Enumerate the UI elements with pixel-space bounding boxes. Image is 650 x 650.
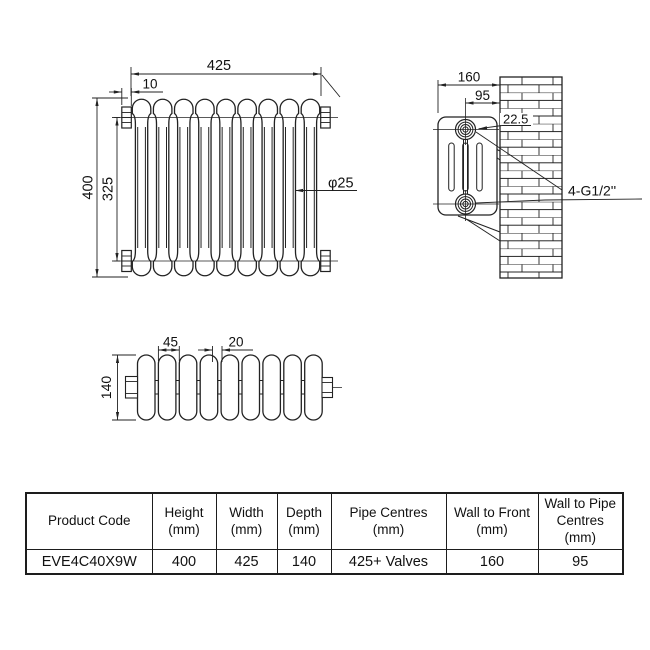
cell-wall-to-front: 160: [445, 549, 539, 575]
technical-drawing: 425 10 400 325: [81, 58, 643, 421]
wall-to-pipe-label: 95: [475, 88, 490, 103]
dimension-wall-to-front-160: [437, 80, 500, 113]
brick-wall: [499, 76, 563, 279]
header-product-code: Product Code: [25, 492, 153, 550]
header-depth: Depth (mm): [276, 492, 332, 550]
header-wall-to-front: Wall to Front (mm): [445, 492, 539, 550]
spec-table-header-row: Product Code Height (mm) Width (mm) Dept…: [25, 492, 624, 550]
header-width: Width (mm): [215, 492, 278, 550]
header-wall-to-pipe-centres: Wall to Pipe Centres (mm): [537, 492, 624, 550]
wall-to-front-label: 160: [458, 70, 481, 85]
spec-table-data-row: EVE4C40X9W 400 425 140 425+ Valves 160 9…: [25, 549, 624, 575]
front-view: 425 10 400 325: [81, 58, 357, 278]
dimension-wall-to-pipe-95: [465, 101, 500, 105]
connections-label: 4-G1/2'': [568, 183, 616, 199]
dimension-width-425: [130, 67, 341, 98]
dimension-pitch-45: [157, 346, 180, 361]
top-view: 140 45 20: [98, 335, 342, 421]
side-column-slots: [448, 139, 483, 194]
cell-pipe-centres: 425+ Valves: [330, 549, 447, 575]
tapping-centres-label: 325: [101, 177, 117, 201]
dimension-tappings-325: [112, 117, 120, 262]
bracket-offset-label: 22.5: [503, 112, 528, 127]
leader-22-5: [478, 113, 533, 130]
pipe-centerlines: [433, 98, 499, 221]
cell-width: 425: [215, 549, 278, 575]
spec-table: Product Code Height (mm) Width (mm) Dept…: [25, 492, 624, 575]
dimension-offset-10: [109, 88, 163, 106]
height-dimension-label: 400: [81, 175, 97, 199]
top-view-left-bushing: [124, 375, 139, 399]
radiator-front-body: [114, 98, 338, 277]
column-width-label: 20: [228, 335, 243, 350]
cell-depth: 140: [276, 549, 332, 575]
leader-connections: [475, 131, 643, 204]
header-pipe-centres: Pipe Centres (mm): [330, 492, 447, 550]
top-view-right-bushing: [321, 376, 334, 399]
leader-column-diameter: [295, 188, 357, 193]
dimension-height-400: [92, 97, 128, 278]
cell-height: 400: [151, 549, 217, 575]
section-pitch-label: 45: [163, 335, 178, 350]
width-dimension-label: 425: [207, 58, 231, 74]
header-height: Height (mm): [151, 492, 217, 550]
dimension-column-20: [198, 346, 253, 362]
cell-product-code: EVE4C40X9W: [25, 549, 153, 575]
depth-dimension-label: 140: [98, 376, 114, 400]
side-view: 160 95 22.5 4-G1/2'': [433, 70, 643, 279]
radiator-top-body: [124, 354, 334, 421]
offset-dimension-label: 10: [142, 77, 157, 92]
dimension-depth-140: [112, 354, 136, 421]
cell-wall-to-pipe-centres: 95: [537, 549, 624, 575]
column-diameter-label: φ25: [328, 176, 354, 192]
